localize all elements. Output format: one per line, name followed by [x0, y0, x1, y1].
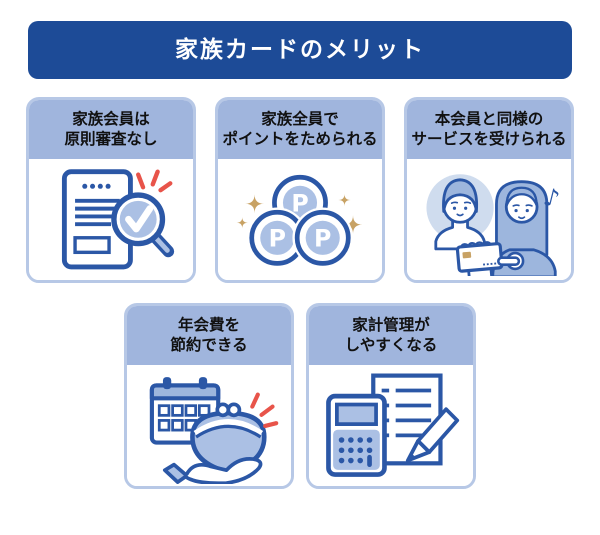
point-coins-icon: P P P: [236, 174, 363, 268]
title-banner: 家族カードのメリット: [28, 21, 572, 79]
card-illustration-no-screening: [29, 159, 193, 280]
music-note-icon: ♪: [541, 181, 559, 213]
card-illustration-points: P P P: [218, 159, 382, 280]
point-coin-left: P: [246, 207, 308, 268]
card-title-line: サービスを受けられる: [411, 130, 567, 148]
svg-text:P: P: [269, 224, 286, 252]
document-check-magnifier-icon: [61, 169, 175, 270]
benefit-card-budgeting: 家計管理が しやすくなる: [306, 303, 476, 489]
benefit-card-no-screening: 家族会員は 原則審査なし: [26, 97, 196, 283]
family-card-benefits-infographic: 家族カードのメリット 家族会員は 原則審査なし: [0, 21, 600, 535]
benefit-card-points: 家族全員で ポイントをためられる P: [215, 97, 385, 283]
sparkle-icon: [236, 193, 363, 234]
svg-text:P: P: [291, 189, 308, 217]
calculator-ledger-pencil-icon: [326, 373, 460, 478]
card-title-line: ポイントをためられる: [222, 130, 378, 148]
card-title-line: 節約できる: [170, 336, 248, 354]
calculator: [326, 394, 387, 478]
card-title-line: 原則審査なし: [64, 130, 158, 148]
benefit-card-same-services: 本会員と同様の サービスを受けられる: [404, 97, 574, 283]
card-title-budgeting: 家計管理が しやすくなる: [309, 306, 473, 365]
emphasis-sparks: [136, 169, 173, 193]
benefit-card-annual-fee: 年会費を 節約できる: [124, 303, 294, 489]
card-illustration-budgeting: [309, 365, 473, 486]
benefits-row-1: 家族会員は 原則審査なし: [0, 97, 600, 283]
card-title-points: 家族全員で ポイントをためられる: [218, 100, 382, 159]
open-hand: [162, 456, 263, 485]
pencil: [405, 407, 460, 463]
card-title-line: 本会員と同様の: [434, 109, 544, 128]
document-dots: [82, 183, 111, 189]
card-title-line: 家族会員は: [72, 109, 150, 128]
man-figure: [434, 177, 486, 250]
card-title-no-screening: 家族会員は 原則審査なし: [29, 100, 193, 159]
card-illustration-annual-fee: [127, 365, 291, 486]
calendar-coin-purse-icon: [149, 376, 279, 485]
credit-card: [455, 240, 504, 277]
benefits-row-2: 年会費を 節約できる: [0, 303, 600, 489]
card-title-annual-fee: 年会費を 節約できる: [127, 306, 291, 365]
pointing-hand: [497, 251, 525, 270]
card-title-same-services: 本会員と同様の サービスを受けられる: [407, 100, 571, 159]
card-title-line: しやすくなる: [344, 336, 438, 354]
check-mark: [125, 205, 154, 233]
card-illustration-same-services: ♪: [407, 159, 571, 280]
document-text-lines: [75, 199, 120, 227]
card-title-line: 家族全員で: [261, 109, 339, 128]
emphasis-sparks: [250, 392, 279, 428]
card-title-line: 年会費を: [177, 315, 240, 334]
page-title: 家族カードのメリット: [175, 36, 425, 63]
card-title-line: 家計管理が: [352, 315, 430, 334]
family-with-card-icon: ♪: [426, 173, 559, 277]
document-field-box: [73, 236, 111, 255]
point-coin-right: P: [292, 207, 354, 268]
svg-text:P: P: [314, 224, 331, 252]
